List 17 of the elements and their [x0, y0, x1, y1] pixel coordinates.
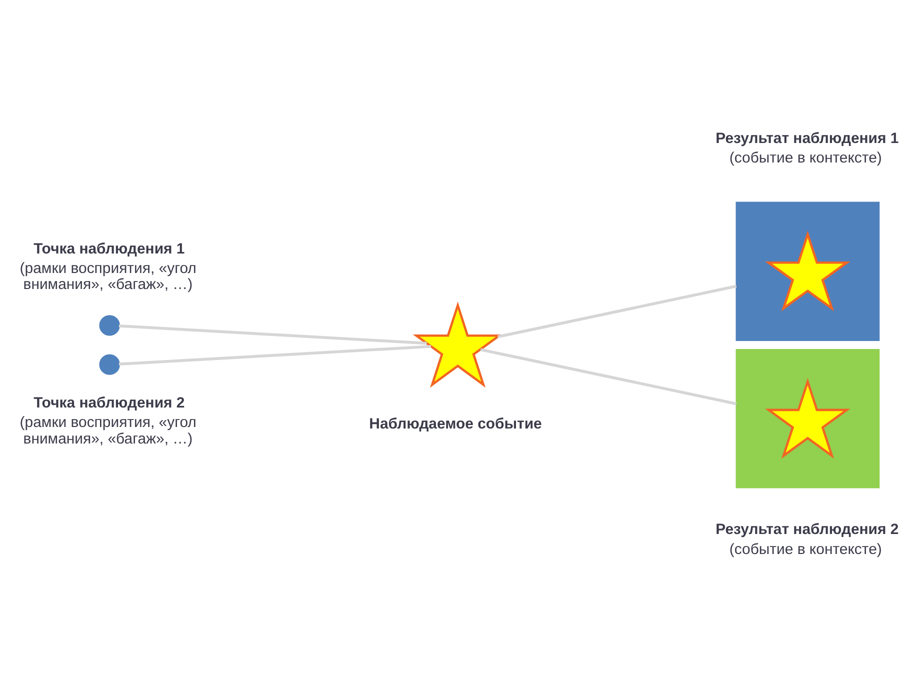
node-circle	[99, 315, 120, 336]
connector	[497, 284, 737, 338]
node-circle	[99, 354, 120, 375]
node-star	[765, 230, 850, 312]
node-label: (рамки восприятия, «угол внимания», «багаж», …)	[20, 260, 196, 294]
node-label: Результат наблюдения 2	[716, 521, 899, 538]
node-label: Наблюдаемое событие	[369, 415, 542, 432]
node-star	[412, 302, 503, 388]
node-label: (рамки восприятия, «угол внимания», «багаж», …)	[20, 414, 196, 448]
node-label: (событие в контексте)	[729, 540, 882, 558]
node-star	[765, 378, 850, 459]
node-label: Точка наблюдения 2	[34, 394, 185, 412]
connector	[118, 345, 432, 366]
cluster	[736, 349, 880, 488]
connector	[480, 348, 737, 406]
connector	[118, 324, 427, 345]
node-label: Точка наблюдения 1	[34, 240, 185, 258]
